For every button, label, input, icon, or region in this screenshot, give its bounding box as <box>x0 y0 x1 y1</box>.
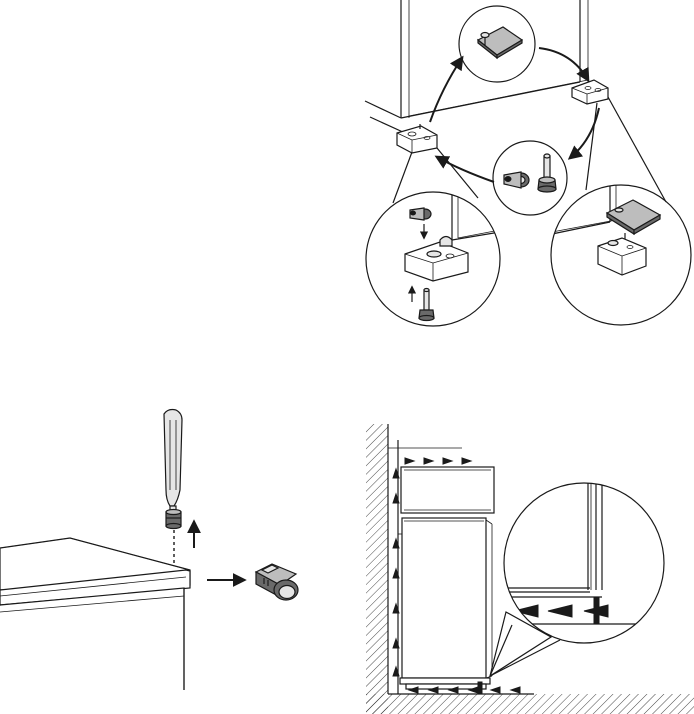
top-cabinet <box>401 467 494 513</box>
callout-plinth-zoom <box>490 480 670 676</box>
appliance-body <box>398 518 492 678</box>
bushing-icon <box>256 564 298 600</box>
screwdriver-icon <box>164 410 182 569</box>
callout-left-hinge-zoom <box>366 190 500 326</box>
hinge-block-right <box>572 80 608 104</box>
figure-ventilation <box>366 424 694 714</box>
callout-cover-plate <box>459 6 535 82</box>
appliance-top <box>0 538 190 690</box>
figure-pin-removal <box>0 410 298 691</box>
hinge-block-left <box>397 124 437 153</box>
callout-right-hinge-zoom <box>551 185 691 325</box>
bushing-icon <box>410 208 431 220</box>
figure-hinge-transfer <box>365 0 691 326</box>
callout-pin-bushing <box>493 141 567 215</box>
